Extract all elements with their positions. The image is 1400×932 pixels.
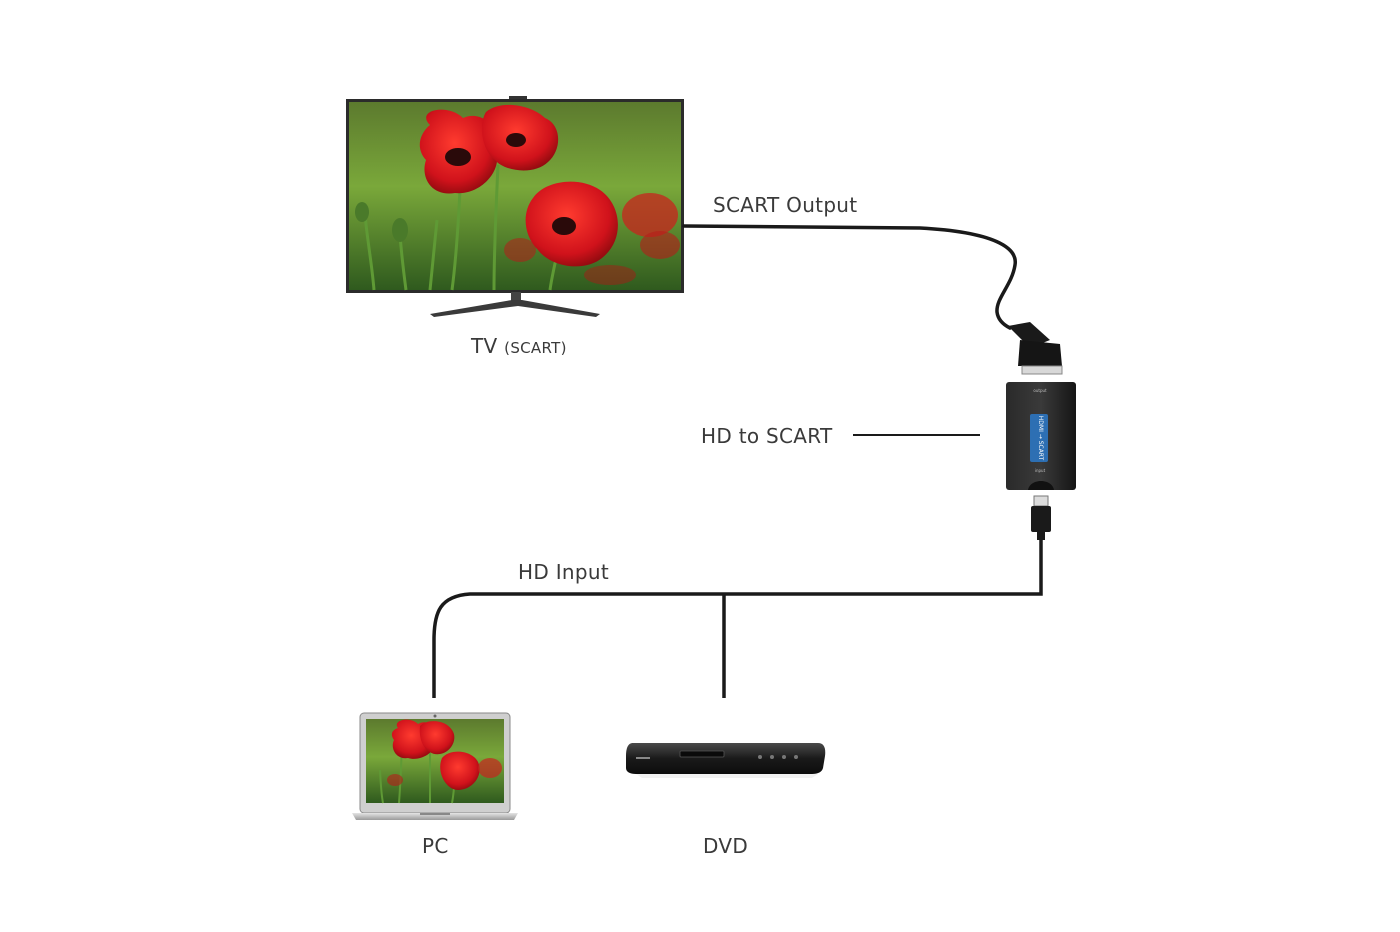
- adapter-bottom-text: input: [1035, 468, 1046, 473]
- scart-output-cable: [682, 224, 1017, 330]
- tv-label: TV (SCART): [471, 334, 567, 358]
- hdmi-connector-icon: [1031, 495, 1051, 540]
- scart-connector-icon: [1008, 322, 1063, 375]
- pc-label: PC: [422, 834, 449, 858]
- tv-label-sub: (SCART): [504, 339, 567, 357]
- scart-output-label: SCART Output: [713, 193, 858, 217]
- dvd-label: DVD: [703, 834, 749, 858]
- laptop-icon: [352, 712, 518, 820]
- hd-input-label: HD Input: [518, 560, 609, 584]
- hd-to-scart-label: HD to SCART: [701, 424, 833, 448]
- adapter-face-text: HDMI → SCART: [1037, 416, 1044, 461]
- tv-label-main: TV: [471, 334, 498, 358]
- hd-input-cable: [432, 540, 1043, 698]
- dvd-player-icon: [626, 743, 826, 778]
- adapter-icon: HDMI → SCART output input: [1006, 382, 1076, 490]
- adapter-top-text: output: [1033, 388, 1047, 393]
- tv-icon: [346, 96, 684, 317]
